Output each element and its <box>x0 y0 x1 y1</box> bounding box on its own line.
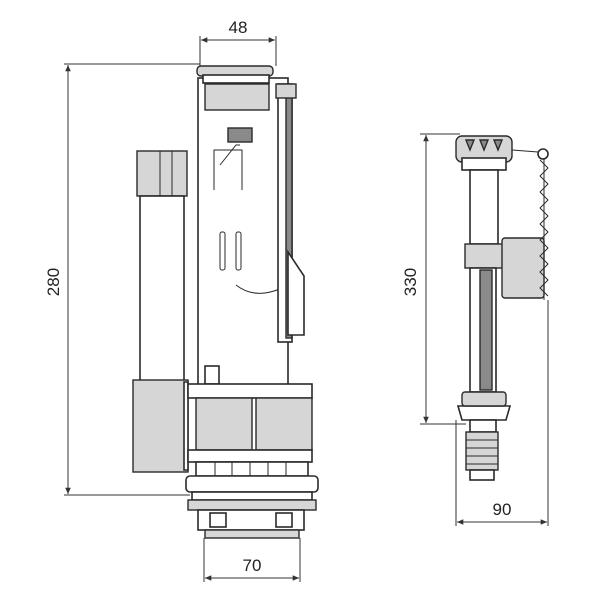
overflow-tube <box>132 150 189 473</box>
push-button-top <box>196 65 274 84</box>
dimension-base-width: 70 <box>203 538 301 582</box>
dimension-flush-height: 280 <box>44 63 200 496</box>
flush-valve-cage <box>185 365 319 493</box>
side-rack <box>275 83 305 343</box>
dimension-base-width-label: 70 <box>243 556 262 575</box>
thread-base <box>187 491 317 539</box>
flush-valve-body <box>197 77 289 389</box>
fill-valve-drawing <box>455 135 549 481</box>
dimension-flush-height-label: 280 <box>44 268 63 296</box>
dimension-fill-height-label: 330 <box>401 268 420 296</box>
dimension-fill-width: 90 <box>455 300 549 526</box>
fill-valve-head <box>455 135 549 171</box>
fill-valve-base <box>456 391 512 481</box>
fill-valve-stem <box>464 169 504 393</box>
dimension-top-width-label: 48 <box>229 18 248 37</box>
float-cup <box>501 158 549 300</box>
dimension-fill-width-label: 90 <box>493 500 512 519</box>
flush-valve-drawing <box>132 65 319 539</box>
dimension-fill-height: 330 <box>401 133 466 425</box>
dimension-top-width: 48 <box>199 18 277 66</box>
